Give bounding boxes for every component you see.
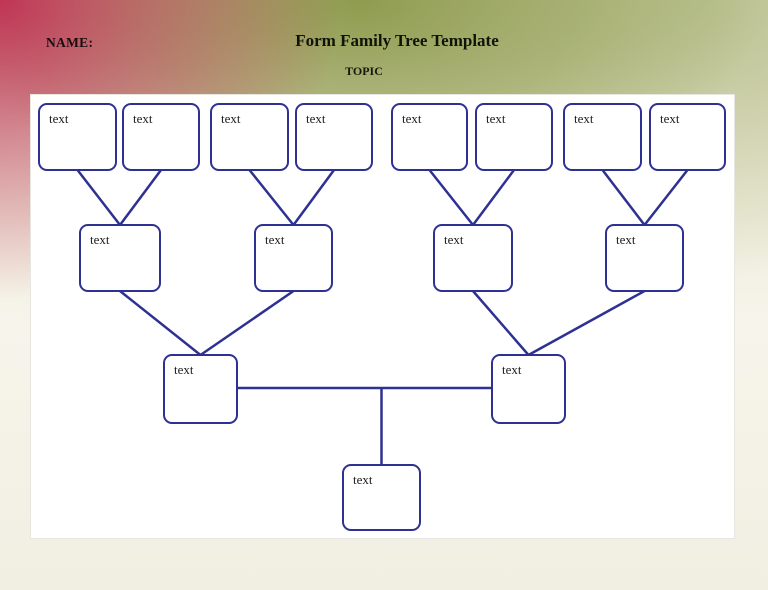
connector-line	[292, 169, 336, 226]
tree-node-gg1[interactable]: text	[38, 103, 117, 171]
tree-node-gg3[interactable]: text	[210, 103, 289, 171]
node-label: text	[133, 111, 153, 126]
node-label: text	[265, 232, 285, 247]
connector-line	[119, 290, 202, 356]
node-label: text	[660, 111, 680, 126]
tree-node-gg4[interactable]: text	[295, 103, 373, 171]
node-label: text	[402, 111, 422, 126]
node-label: text	[353, 472, 373, 487]
connector-line	[248, 169, 295, 226]
tree-node-gp3[interactable]: text	[433, 224, 513, 292]
node-label: text	[306, 111, 326, 126]
connector-line	[527, 289, 646, 357]
node-label: text	[49, 111, 69, 126]
page-title: Form Family Tree Template	[295, 31, 499, 50]
node-label: text	[502, 362, 522, 377]
tree-node-gp4[interactable]: text	[605, 224, 684, 292]
node-label: text	[486, 111, 506, 126]
connector-line	[643, 169, 689, 226]
tree-node-p1[interactable]: text	[163, 354, 238, 424]
tree-node-gg6[interactable]: text	[475, 103, 553, 171]
tree-node-gg5[interactable]: text	[391, 103, 468, 171]
tree-node-gp2[interactable]: text	[254, 224, 333, 292]
connector-line	[428, 169, 474, 226]
connector-line	[76, 169, 121, 226]
name-label: NAME:	[46, 35, 94, 50]
connector-line	[118, 169, 163, 226]
tree-canvas: text text text text text text text text …	[30, 94, 735, 539]
node-label: text	[90, 232, 110, 247]
node-label: text	[616, 232, 636, 247]
node-label: text	[444, 232, 464, 247]
connector-line	[471, 169, 516, 226]
node-label: text	[221, 111, 241, 126]
connector-line	[601, 169, 646, 226]
tree-node-c1[interactable]: text	[342, 464, 421, 531]
tree-node-p2[interactable]: text	[491, 354, 566, 424]
tree-node-gg8[interactable]: text	[649, 103, 726, 171]
topic-label: TOPIC	[345, 64, 383, 78]
tree-node-gg7[interactable]: text	[563, 103, 642, 171]
node-label: text	[574, 111, 594, 126]
tree-node-gp1[interactable]: text	[79, 224, 161, 292]
connector-line	[472, 290, 530, 356]
node-label: text	[174, 362, 194, 377]
tree-node-gg2[interactable]: text	[122, 103, 200, 171]
connector-line	[199, 289, 295, 357]
